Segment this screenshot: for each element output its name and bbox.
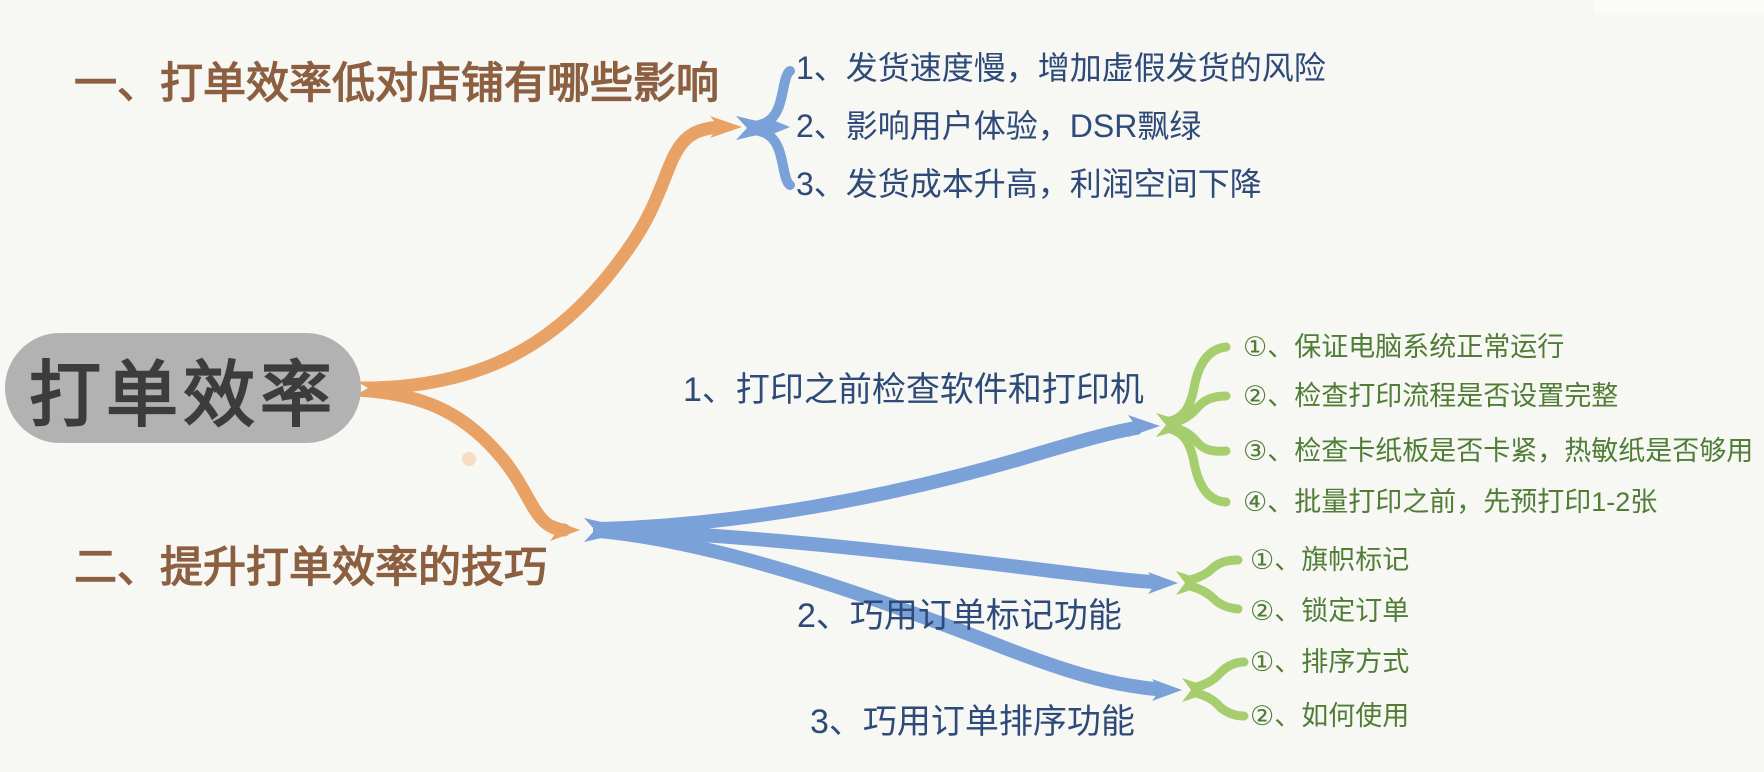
blue-curve-subtopic-1 [593, 421, 1143, 536]
branch-1-label[interactable]: 一、打单效率低对店铺有哪些影响 [74, 60, 719, 108]
green-fork1-arm-4 [1165, 424, 1231, 507]
blue-arrow-subtopic-1 [1128, 415, 1160, 437]
green-fork3-arm-2 [1191, 688, 1249, 721]
trunk-curve-branch-1 [347, 120, 729, 395]
green-fork1-arms [1165, 342, 1231, 507]
trunk-curve-branch-2 [347, 383, 571, 537]
branch-1-child-2[interactable]: 2、影响用户体验，DSR飘绿 [796, 108, 1202, 144]
subtopic-2-leaf-2[interactable]: ②、锁定订单 [1250, 596, 1410, 626]
branch-handle-dot[interactable] [462, 452, 476, 466]
blue-arrow-subtopic-2 [1148, 572, 1178, 594]
trunk-arrow-branch-1 [710, 116, 742, 138]
blue-fork1-arm-down [749, 125, 795, 190]
central-topic[interactable]: 打单效率 [5, 333, 361, 443]
branch-2-subtopic-1[interactable]: 1、打印之前检查软件和打印机 [683, 371, 1144, 409]
subtopic-1-leaf-3[interactable]: ③、检查卡纸板是否卡紧，热敏纸是否够用 [1243, 436, 1754, 466]
green-fork3-arm-1 [1191, 657, 1249, 692]
branch-2-label[interactable]: 二、提升打单效率的技巧 [74, 544, 547, 592]
green-fork3-arms [1191, 657, 1249, 721]
blue-curve-subtopic-3 [593, 524, 1163, 696]
trunk-arrow-branch-2 [550, 519, 580, 541]
subtopic-3-leaf-2[interactable]: ②、如何使用 [1250, 701, 1410, 731]
green-fork1-arm-2 [1167, 391, 1231, 428]
green-fork2-arm-1 [1185, 555, 1243, 585]
blue-curve-subtopic-2 [593, 523, 1161, 589]
blue-fork1-mid-arrow [768, 118, 790, 136]
green-fork2-arms [1185, 555, 1243, 614]
branch-1-child-3[interactable]: 3、发货成本升高，利润空间下降 [796, 166, 1262, 202]
subtopic-2-leaf-1[interactable]: ①、旗帜标记 [1250, 545, 1410, 575]
blue-fork1-arm-up [749, 66, 795, 131]
subtopic-1-leaf-1[interactable]: ①、保证电脑系统正常运行 [1243, 332, 1565, 362]
branch-2-subtopic-3[interactable]: 3、巧用订单排序功能 [810, 703, 1135, 741]
window-edge-artifact [1594, 0, 1764, 13]
subtopic-3-leaf-1[interactable]: ①、排序方式 [1250, 647, 1410, 677]
blue-fork2-arms [593, 421, 1163, 696]
green-fork2-arm-2 [1185, 581, 1243, 614]
blue-arrow-subtopic-3 [1152, 679, 1182, 701]
trunk-branch-curves [347, 120, 729, 537]
subtopic-1-leaf-4[interactable]: ④、批量打印之前，先预打印1-2张 [1243, 487, 1658, 517]
branch-1-child-1[interactable]: 1、发货速度慢，增加虚假发货的风险 [796, 50, 1326, 86]
branch-2-subtopic-2[interactable]: 2、巧用订单标记功能 [797, 597, 1122, 635]
subtopic-1-leaf-2[interactable]: ②、检查打印流程是否设置完整 [1243, 381, 1619, 411]
blue-fork1-arms [749, 66, 795, 190]
